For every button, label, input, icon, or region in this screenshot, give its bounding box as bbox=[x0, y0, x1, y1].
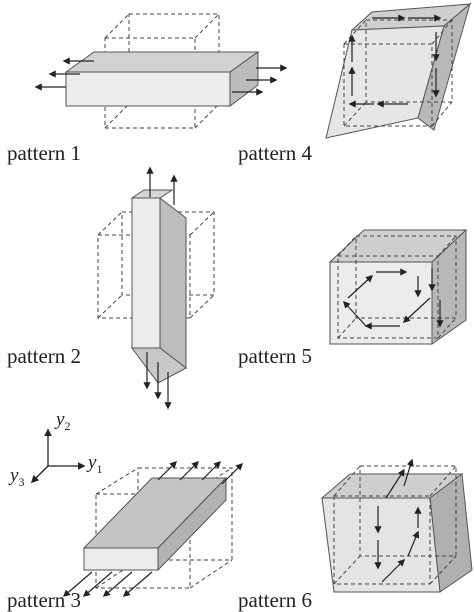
pattern-6-shear-arrows bbox=[374, 458, 422, 583]
pattern-3-label: pattern 3 bbox=[7, 588, 82, 612]
axis-y2-label: y2 bbox=[56, 409, 71, 433]
pattern-1-figure bbox=[34, 13, 288, 129]
pattern-4-label: pattern 4 bbox=[238, 141, 313, 165]
pattern-6-label: pattern 6 bbox=[238, 588, 313, 612]
pattern-4-figure bbox=[325, 2, 472, 139]
pattern-2-label: pattern 2 bbox=[7, 344, 82, 368]
axis-y3-label: y3 bbox=[10, 465, 25, 489]
pattern-5-label: pattern 5 bbox=[238, 344, 313, 368]
pattern-4-shear-arrows bbox=[348, 14, 442, 108]
pattern-4-reference-cube bbox=[343, 19, 453, 127]
pattern-3-load-arrows bbox=[62, 460, 244, 597]
pattern-5-deformed-block bbox=[328, 228, 468, 345]
pattern-2-load-arrows bbox=[143, 166, 178, 410]
pattern-6-deformed-block bbox=[320, 473, 473, 593]
pattern-1-label: pattern 1 bbox=[7, 141, 82, 165]
pattern-6-reference-cube bbox=[333, 465, 457, 585]
pattern-3-figure bbox=[62, 460, 244, 597]
axis-y1-label: y1 bbox=[88, 452, 103, 476]
pattern-2-figure bbox=[97, 166, 215, 410]
pattern-2-reference-cube bbox=[97, 211, 215, 319]
pattern-3-deformed-slab bbox=[82, 476, 228, 572]
pattern-5-figure bbox=[328, 228, 468, 345]
axis-y3-arrow bbox=[30, 465, 49, 484]
pattern-4-deformed-block bbox=[325, 2, 472, 139]
pattern-6-figure bbox=[320, 458, 473, 593]
pattern-5-shear-arrows bbox=[343, 268, 444, 330]
pattern-2-deformed-column bbox=[130, 189, 187, 384]
pattern-1-deformed-slab bbox=[64, 51, 260, 107]
pattern-1-load-arrows bbox=[34, 57, 288, 96]
pattern-1-reference-cube bbox=[104, 13, 220, 129]
coordinate-axes bbox=[30, 428, 86, 484]
